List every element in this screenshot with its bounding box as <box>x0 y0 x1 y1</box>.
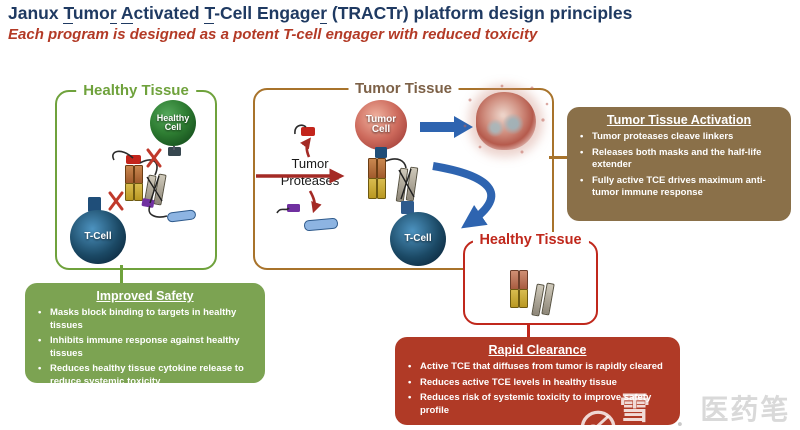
healthy-tissue-clearance-panel: Healthy Tissue <box>463 232 598 325</box>
activation-bullets: Tumor proteases cleave linkers Releases … <box>567 131 791 200</box>
mask-block <box>126 155 141 164</box>
tumor-tissue-title: Tumor Tissue <box>348 80 459 97</box>
bullet-item: Masks block binding to targets in health… <box>37 307 255 332</box>
bullet-item: Fully active TCE drives maximum anti-tum… <box>579 175 781 200</box>
page-subtitle: Each program is designed as a potent T-c… <box>8 26 538 43</box>
bullet-item: Active TCE that diffuses from tumor is r… <box>407 361 670 374</box>
tce-arm <box>125 165 134 184</box>
dying-tumor-cell <box>476 92 536 150</box>
tumor-tissue-activation-box: Tumor Tissue Activation Tumor proteases … <box>567 107 791 221</box>
bullet-item: Reduces risk of systemic toxicity to imp… <box>407 392 670 417</box>
bullet-item: Tumor proteases cleave linkers <box>579 131 781 144</box>
bullet-item: Reduces active TCE levels in healthy tis… <box>407 377 670 390</box>
clearance-bullets: Active TCE that diffuses from tumor is r… <box>395 361 680 417</box>
watermark-separator: ： <box>673 414 700 430</box>
safety-title: Improved Safety <box>96 289 194 303</box>
diffused-tce-arm <box>519 270 528 290</box>
watermark-site: 雪球 <box>619 391 652 426</box>
active-tce-arm <box>377 178 386 199</box>
rapid-clearance-box: Rapid Clearance Active TCE that diffuses… <box>395 337 680 425</box>
tumor-tissue-panel: Tumor Tissue <box>253 80 554 270</box>
safety-bullets: Masks block binding to targets in health… <box>25 307 265 388</box>
bullet-item: Releases both masks and the half-life ex… <box>579 147 781 172</box>
diffused-tce-arm <box>510 270 519 290</box>
healthy-tissue-panel: Healthy Tissue <box>55 82 217 270</box>
xueqiu-logo-icon <box>580 410 616 430</box>
activation-title: Tumor Tissue Activation <box>606 113 752 127</box>
tce-arm <box>134 183 143 201</box>
t-cell: T-Cell <box>70 210 126 264</box>
page-title: Janux Tumor Activated T-Cell Engager (TR… <box>8 3 633 24</box>
cleaved-linker <box>287 204 300 212</box>
healthy-cell-receptor <box>168 147 181 156</box>
tumor-proteases-label: Tumor Proteases <box>280 156 340 188</box>
tumor-cell: Tumor Cell <box>355 100 407 150</box>
bullet-item: Reduces healthy tissue cytokine release … <box>37 363 255 388</box>
cleaved-mask <box>301 127 315 136</box>
watermark: 雪球 ： 医药笔记 <box>579 383 800 430</box>
tce-arm <box>125 183 134 201</box>
connector-green <box>120 265 123 284</box>
t-cell-tumor: T-Cell <box>390 212 446 266</box>
healthy-tissue-clearance-title: Healthy Tissue <box>472 232 589 248</box>
active-tce-arm <box>368 158 377 179</box>
cd3-engaged <box>401 201 414 214</box>
bullet-item: Inhibits immune response against healthy… <box>37 335 255 360</box>
diffused-tce-arm <box>510 289 519 308</box>
watermark-account: 医药笔记 <box>700 394 791 425</box>
healthy-cell: Healthy Cell <box>150 100 196 146</box>
clearance-title: Rapid Clearance <box>488 343 587 357</box>
connector-red <box>527 320 530 338</box>
connector-tan <box>549 156 568 159</box>
improved-safety-box: Improved Safety Masks block binding to t… <box>25 283 265 387</box>
tce-arm <box>134 165 143 184</box>
tumor-cell-receptor <box>375 147 387 158</box>
healthy-tissue-title: Healthy Tissue <box>76 82 196 99</box>
active-tce-arm <box>377 158 386 179</box>
active-tce-arm <box>368 178 377 199</box>
diffused-tce-arm <box>519 289 528 308</box>
t-cell-receptor <box>88 197 101 212</box>
